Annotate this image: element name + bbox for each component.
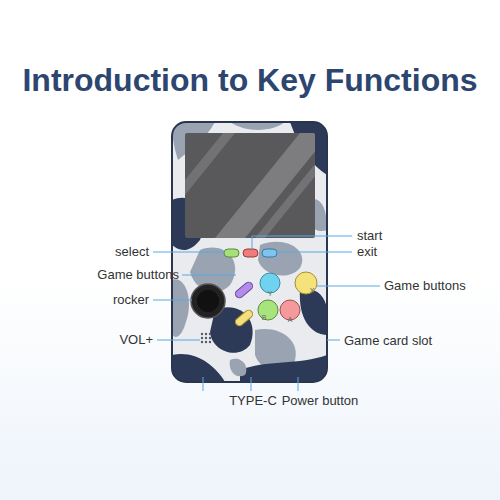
button-letter: A [288, 316, 293, 324]
face-buttons [258, 272, 317, 320]
title: Introduction to Key Functions [0, 62, 500, 99]
speaker-holes [201, 333, 211, 343]
part-label: Game buttons [97, 268, 179, 282]
part-label: Game buttons [384, 279, 466, 293]
button-letter: B [262, 314, 267, 322]
part-label: select [115, 245, 149, 259]
button-letter: Y [268, 290, 273, 298]
part-label: Power button [282, 394, 359, 408]
part-label: Game card slot [344, 334, 432, 348]
part-label: rocker [113, 293, 149, 307]
rocker-joystick [191, 284, 225, 318]
part-label: exit [357, 245, 377, 259]
screen [185, 133, 350, 238]
menu-buttons [224, 249, 277, 257]
part-label: TYPE-C [229, 394, 277, 408]
shoulder-game-buttons [234, 281, 254, 328]
part-label: VOL+ [119, 333, 153, 347]
button-letter: X [310, 287, 315, 295]
leader-lines [153, 236, 380, 391]
part-label: start [357, 229, 382, 243]
